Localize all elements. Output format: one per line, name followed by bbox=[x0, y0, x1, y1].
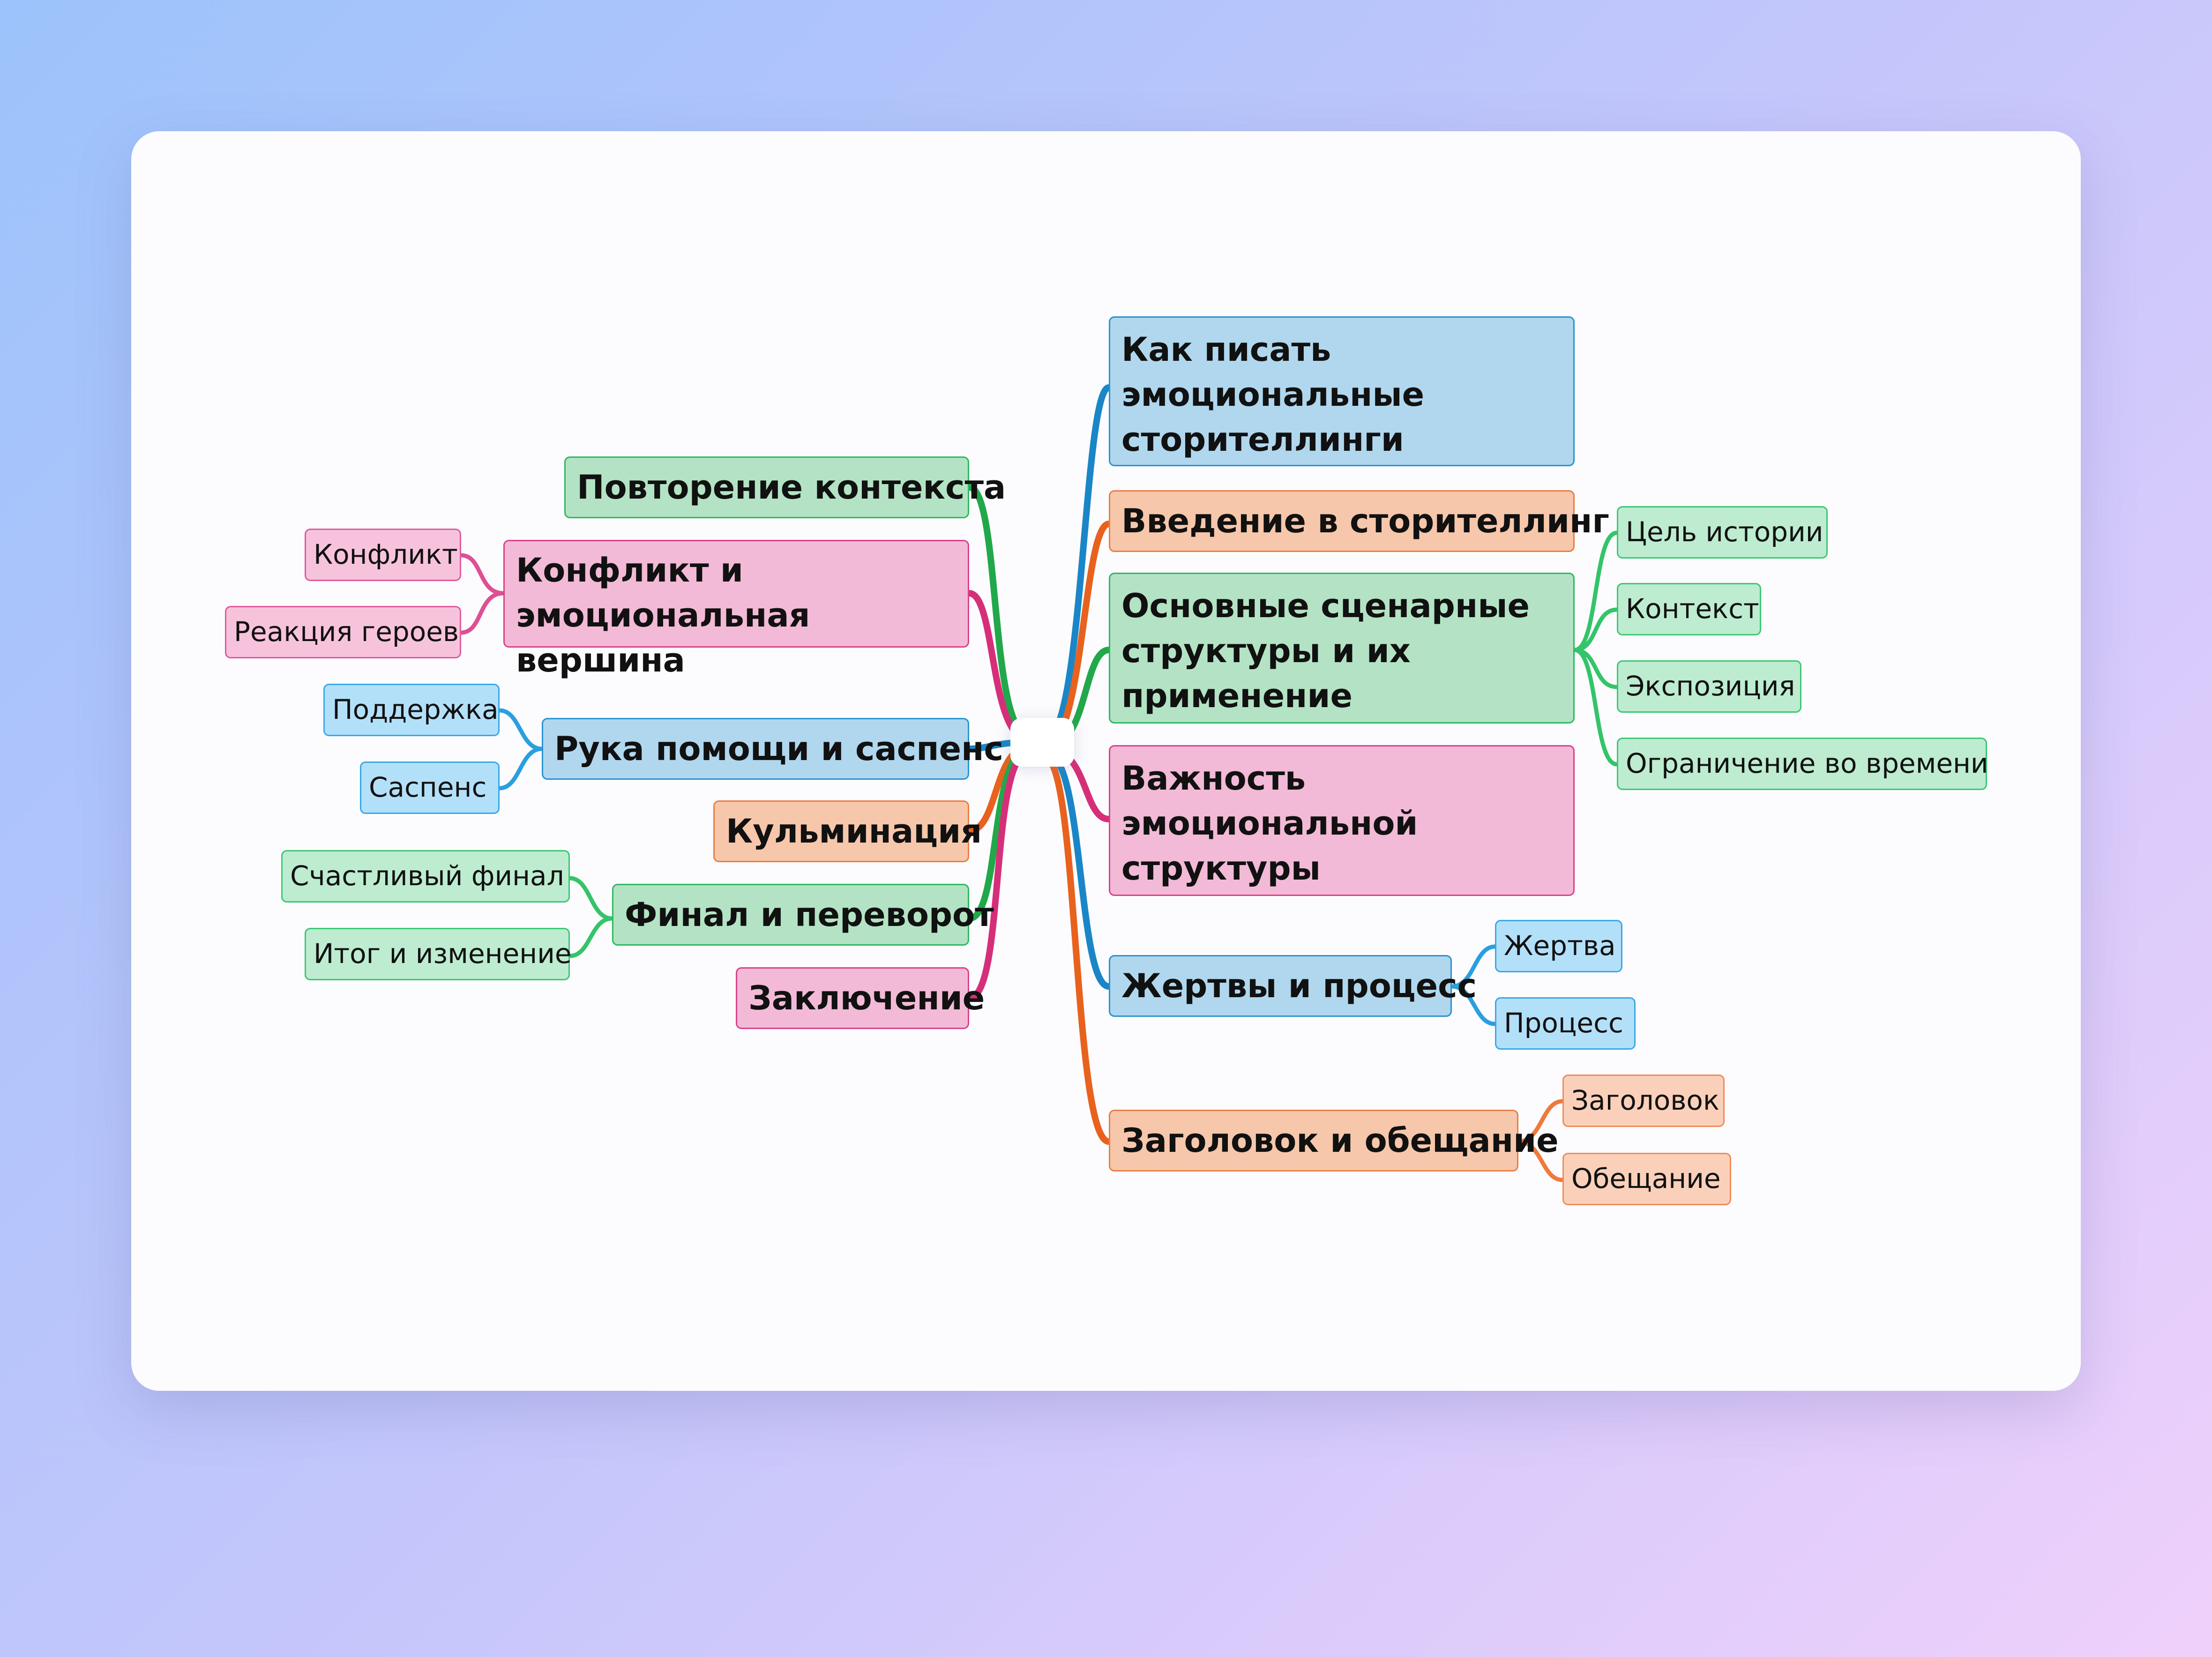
topic-introduction[interactable]: Введение в сторителлинг bbox=[1109, 490, 1609, 552]
leaf-headline[interactable]: Заголовок bbox=[1562, 1075, 1725, 1127]
topic-conflict-peak[interactable]: Конфликт и эмоциональная вершина bbox=[503, 540, 969, 679]
leaf-support[interactable]: Поддержка bbox=[323, 684, 500, 736]
topic-helping-hand[interactable]: Рука помощи и саспенс bbox=[542, 718, 1003, 780]
connector-leaf-l4-1 bbox=[569, 916, 613, 958]
leaf-happy-ending[interactable]: Счастливый финал bbox=[281, 850, 570, 903]
connector-leaf-r5-0 bbox=[1518, 1099, 1563, 1144]
connector-leaf-l2-1 bbox=[499, 746, 542, 791]
leaf-suspense[interactable]: Саспенс bbox=[360, 761, 500, 814]
root-node[interactable] bbox=[1010, 718, 1074, 767]
topic-headline-promise[interactable]: Заголовок и обещание bbox=[1109, 1110, 1559, 1172]
leaf-process[interactable]: Процесс bbox=[1495, 997, 1636, 1050]
connector-leaf-r2-0 bbox=[1574, 530, 1618, 652]
topic-conclusion[interactable]: Заключение bbox=[736, 967, 985, 1029]
leaf-promise[interactable]: Обещание bbox=[1562, 1153, 1731, 1205]
leaf-exposition[interactable]: Экспозиция bbox=[1617, 660, 1801, 713]
leaf-outcome-change[interactable]: Итог и изменение bbox=[305, 928, 572, 980]
connector-leaf-l4-0 bbox=[569, 876, 613, 921]
topic-context-repeat[interactable]: Повторение контекста bbox=[564, 456, 1006, 518]
leaf-time-limit[interactable]: Ограничение во времени bbox=[1617, 738, 1988, 790]
leaf-context[interactable]: Контекст bbox=[1617, 583, 1761, 635]
leaf-story-goal[interactable]: Цель истории bbox=[1617, 506, 1828, 559]
connector-leaf-r5-1 bbox=[1518, 1139, 1563, 1182]
connector-leaf-l1-1 bbox=[461, 591, 504, 635]
connector-r0 bbox=[1043, 384, 1112, 742]
connector-leaf-l1-0 bbox=[461, 553, 504, 596]
leaf-heroes-reaction[interactable]: Реакция героев bbox=[225, 606, 461, 658]
connector-leaf-r2-3 bbox=[1574, 648, 1618, 767]
connector-l5 bbox=[966, 749, 1032, 1001]
connector-leaf-l2-0 bbox=[499, 708, 542, 751]
connector-leaf-r4-1 bbox=[1451, 984, 1495, 1026]
connector-r5 bbox=[1043, 756, 1112, 1145]
leaf-sacrifice[interactable]: Жертва bbox=[1495, 920, 1622, 972]
topic-sacrifices-process[interactable]: Жертвы и процесс bbox=[1109, 955, 1477, 1017]
topic-climax[interactable]: Кульминация bbox=[713, 800, 982, 862]
connector-leaf-r2-1 bbox=[1574, 607, 1617, 652]
topic-emotional-structure[interactable]: Важность эмоциональной структуры bbox=[1109, 745, 1575, 896]
connector-leaf-r4-0 bbox=[1451, 944, 1495, 989]
leaf-conflict[interactable]: Конфликт bbox=[305, 529, 461, 581]
topic-finale-twist[interactable]: Финал и переворот bbox=[612, 884, 994, 946]
topic-how-to-write[interactable]: Как писать эмоциональные сторителлинги bbox=[1109, 316, 1575, 466]
connector-r4 bbox=[1045, 751, 1112, 990]
topic-scenario-structures[interactable]: Основные сценарные структуры и их примен… bbox=[1109, 573, 1575, 724]
